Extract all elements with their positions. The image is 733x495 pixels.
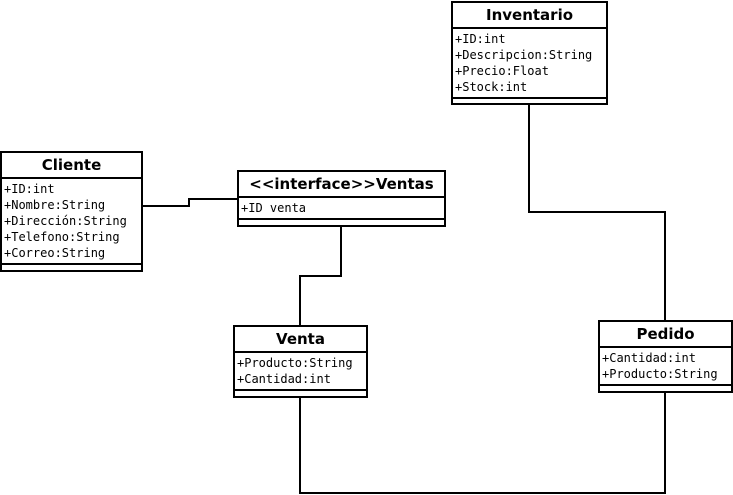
- connector-inventario-pedido: [528, 105, 666, 320]
- attribute-cliente-direccion: +Dirección:String: [4, 214, 127, 228]
- class-name-inventario: Inventario: [453, 3, 606, 29]
- attribute-inventario-precio: +Precio:Float: [455, 64, 549, 78]
- attribute-venta-producto: +Producto:String: [237, 356, 353, 370]
- methods-section-venta: [235, 391, 366, 396]
- class-name-pedido: Pedido: [600, 322, 731, 348]
- class-name-ventas: <<interface>>Ventas: [239, 172, 444, 198]
- attribute-inventario-id: +ID:int: [455, 32, 506, 46]
- attribute-cliente-telefono: +Telefono:String: [4, 230, 120, 244]
- class-box-cliente[interactable]: Cliente +ID:int +Nombre:String +Direcció…: [0, 151, 143, 272]
- class-name-venta: Venta: [235, 327, 366, 353]
- attribute-cliente-nombre: +Nombre:String: [4, 198, 106, 212]
- methods-section-cliente: [2, 265, 141, 270]
- attributes-section-venta: +Producto:String +Cantidad:int: [235, 353, 366, 391]
- attribute-pedido-producto: +Producto:String: [602, 367, 718, 381]
- attribute-inventario-descripcion: +Descripcion:String: [455, 48, 593, 62]
- class-box-inventario[interactable]: Inventario +ID:int +Descripcion:String +…: [451, 1, 608, 105]
- attributes-section-pedido: +Cantidad:int +Producto:String: [600, 348, 731, 386]
- attributes-section-cliente: +ID:int +Nombre:String +Dirección:String…: [2, 179, 141, 265]
- attribute-cliente-correo: +Correo:String: [4, 246, 106, 260]
- attributes-section-inventario: +ID:int +Descripcion:String +Precio:Floa…: [453, 29, 606, 99]
- attribute-venta-cantidad: +Cantidad:int: [237, 372, 331, 386]
- class-box-venta[interactable]: Venta +Producto:String +Cantidad:int: [233, 325, 368, 398]
- attribute-ventas-id-venta: +ID venta: [241, 201, 307, 215]
- methods-section-inventario: [453, 99, 606, 103]
- attribute-cliente-id: +ID:int: [4, 182, 55, 196]
- methods-section-pedido: [600, 386, 731, 391]
- connector-cliente-ventas: [143, 198, 237, 207]
- class-name-cliente: Cliente: [2, 153, 141, 179]
- class-box-pedido[interactable]: Pedido +Cantidad:int +Producto:String: [598, 320, 733, 393]
- attribute-pedido-cantidad: +Cantidad:int: [602, 351, 696, 365]
- attribute-inventario-stock: +Stock:int: [455, 80, 528, 94]
- methods-section-ventas: [239, 220, 444, 225]
- connector-ventas-venta: [299, 227, 342, 325]
- attributes-section-ventas: +ID venta: [239, 198, 444, 220]
- connector-venta-pedido: [299, 393, 666, 494]
- interface-box-ventas[interactable]: <<interface>>Ventas +ID venta: [237, 170, 446, 227]
